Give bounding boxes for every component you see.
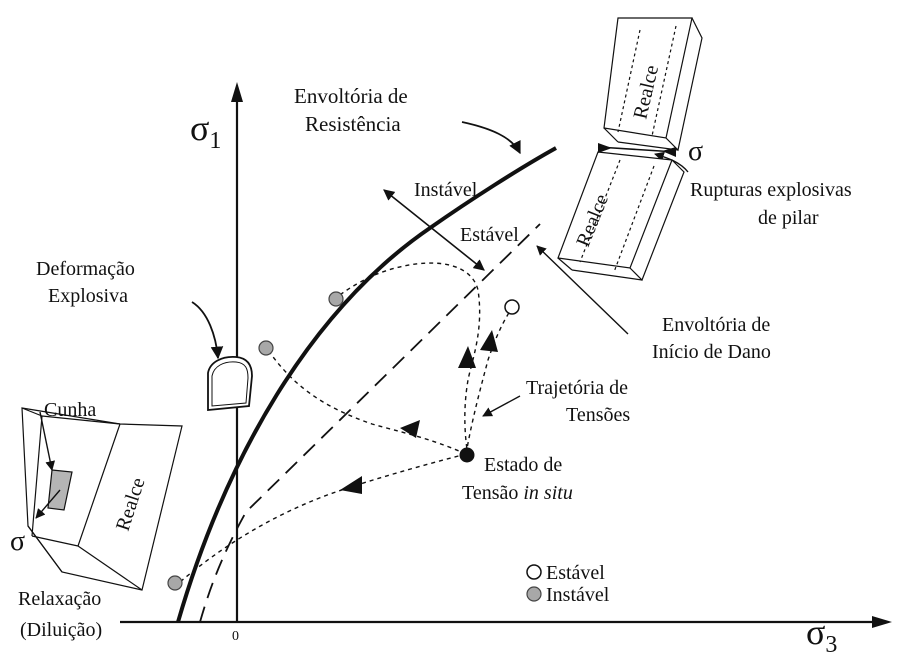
strength-envelope-pointer bbox=[461, 121, 521, 155]
damage-envelope-label-line2: Início de Dano bbox=[652, 341, 771, 363]
path-arrowhead-1 bbox=[400, 420, 420, 438]
x-axis-arrowhead bbox=[872, 616, 892, 628]
legend-unstable-label: Instável bbox=[546, 584, 610, 606]
stability-arrow bbox=[383, 189, 485, 271]
damage-envelope-pointer bbox=[536, 245, 629, 335]
explosive-deformation-label-line1: Deformação bbox=[36, 258, 135, 280]
pillar-block-lower bbox=[557, 151, 685, 282]
stable-point bbox=[504, 299, 520, 315]
tunnel-profile-inner bbox=[211, 361, 249, 407]
relaxation-label-line2: (Diluição) bbox=[20, 619, 102, 641]
pillar-block-upper bbox=[603, 17, 703, 152]
relaxation-label-line1: Relaxação bbox=[18, 588, 101, 610]
origin-label: 0 bbox=[232, 629, 239, 644]
unstable-region-label: Instável bbox=[414, 179, 478, 201]
legend-stable-marker bbox=[526, 564, 542, 580]
strength-envelope-label-line1: Envoltória de bbox=[294, 84, 408, 108]
damage-envelope-label-line1: Envoltória de bbox=[662, 314, 770, 336]
tunnel-profile bbox=[207, 356, 253, 411]
explosive-deformation-label-line2: Explosiva bbox=[48, 285, 128, 307]
stress-path-to-unstable-top bbox=[335, 262, 481, 457]
stress-path-pointer bbox=[482, 395, 521, 417]
legend: Estável Instável bbox=[526, 562, 610, 606]
y-axis-label: σ1 bbox=[190, 108, 221, 154]
unstable-point-bottom bbox=[167, 575, 183, 591]
path-arrowhead-3 bbox=[458, 346, 476, 368]
unstable-point-top bbox=[328, 291, 344, 307]
pillar-burst-label-line2: de pilar bbox=[758, 207, 819, 229]
stable-region-label: Estável bbox=[460, 224, 519, 246]
strength-envelope-label-line2: Resistência bbox=[305, 112, 401, 136]
unstable-point-left bbox=[258, 340, 274, 356]
x-axis-label: σ3 bbox=[806, 612, 837, 654]
stope-sigma-label: σ bbox=[10, 526, 25, 557]
insitu-label-line2: Tensão in situ bbox=[462, 482, 573, 504]
pillar-burst-label-line1: Rupturas explosivas bbox=[690, 179, 852, 201]
explosive-deformation-pointer bbox=[191, 301, 224, 360]
pillar-sigma-arrow-right bbox=[662, 147, 676, 157]
path-arrowhead-4 bbox=[480, 330, 498, 352]
wedge-label: Cunha bbox=[44, 399, 96, 421]
legend-stable-label: Estável bbox=[546, 562, 605, 584]
path-arrowhead-2 bbox=[340, 476, 362, 494]
legend-unstable-marker bbox=[526, 586, 542, 602]
stress-path-label-line1: Trajetória de bbox=[526, 377, 628, 399]
stress-path-to-unstable-left bbox=[267, 349, 467, 455]
wedge-pointer bbox=[39, 411, 56, 471]
pillar-sigma-arrow-left bbox=[598, 143, 612, 153]
stress-path-to-unstable-bottom bbox=[179, 453, 467, 583]
wedge-sigma-arrow bbox=[35, 489, 61, 519]
pillar-sigma-label: σ bbox=[688, 136, 703, 167]
damage-envelope-line bbox=[199, 223, 541, 623]
stress-path-to-stable bbox=[465, 307, 513, 455]
y-axis-arrowhead bbox=[231, 82, 243, 102]
stope-block bbox=[21, 407, 183, 591]
insitu-stress-point bbox=[459, 447, 475, 463]
insitu-label-line1: Estado de bbox=[484, 454, 562, 476]
stress-path-label-line2: Tensões bbox=[566, 404, 630, 426]
